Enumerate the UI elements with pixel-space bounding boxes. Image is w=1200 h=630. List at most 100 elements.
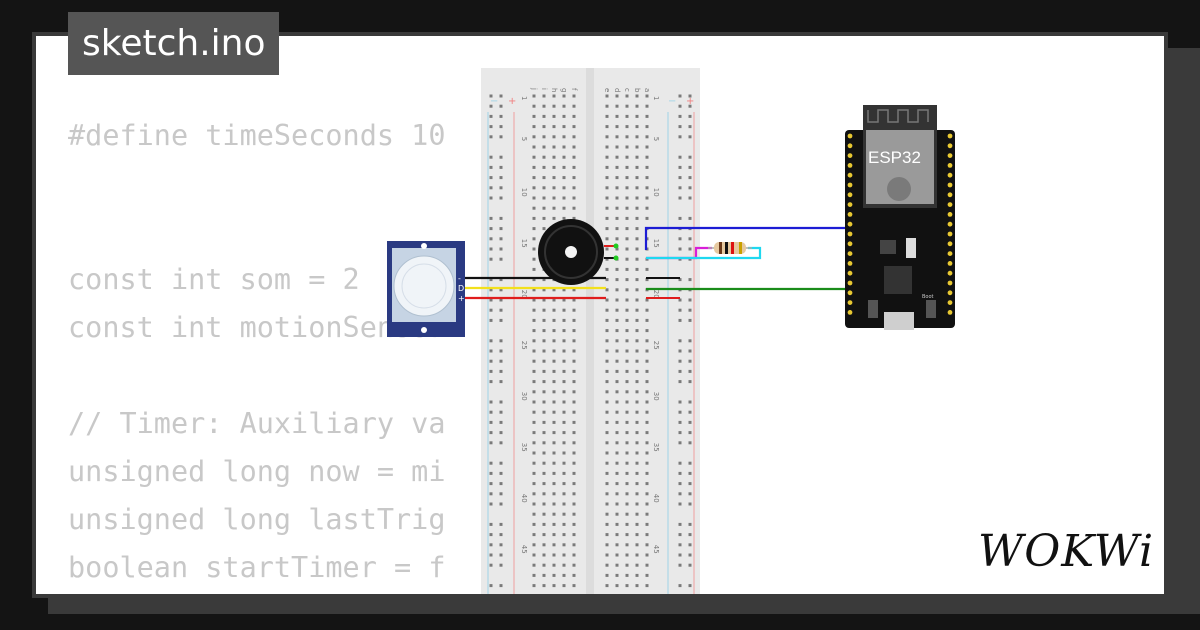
breadboard-hole	[532, 553, 536, 557]
esp32-pin[interactable]	[847, 133, 853, 139]
breadboard-hole	[542, 104, 546, 108]
esp32-pin[interactable]	[947, 300, 953, 305]
breadboard-hole	[532, 492, 536, 496]
esp32-pin[interactable]	[847, 310, 853, 315]
breadboard-hole	[542, 584, 546, 588]
esp32-pin[interactable]	[847, 300, 853, 305]
esp32-pin[interactable]	[947, 251, 953, 256]
esp32-pin[interactable]	[947, 270, 953, 276]
breadboard-hole	[552, 482, 556, 486]
esp32-pin[interactable]	[947, 133, 953, 139]
breadboard-hole	[625, 553, 629, 557]
esp32-pin[interactable]	[947, 192, 953, 198]
breadboard-hole	[572, 563, 576, 567]
breadboard-row-number: 5	[652, 137, 660, 141]
breadboard-hole	[532, 104, 536, 108]
esp32-pin[interactable]	[847, 212, 853, 217]
breadboard-hole	[635, 257, 639, 261]
breadboard-hole	[489, 533, 493, 537]
breadboard-hole	[532, 502, 536, 506]
breadboard-hole	[572, 573, 576, 577]
breadboard-hole	[688, 165, 692, 169]
breadboard-hole	[688, 247, 692, 251]
breadboard-hole	[688, 237, 692, 241]
breadboard-hole	[688, 369, 692, 373]
esp32-pin[interactable]	[947, 261, 953, 266]
esp32-pin[interactable]	[847, 192, 853, 198]
breadboard-hole	[635, 165, 639, 169]
breadboard-hole	[562, 339, 566, 343]
breadboard-hole	[552, 216, 556, 220]
breadboard-hole	[552, 553, 556, 557]
breadboard-hole	[542, 339, 546, 343]
esp32-pin[interactable]	[947, 241, 953, 247]
esp32-pin[interactable]	[847, 290, 853, 296]
esp32-pin[interactable]	[847, 221, 853, 227]
esp32-pin[interactable]	[947, 182, 953, 188]
breadboard-hole	[678, 349, 682, 353]
buzzer[interactable]	[538, 219, 604, 285]
esp32-pin[interactable]	[947, 172, 953, 178]
breadboard-hole	[562, 298, 566, 302]
esp32-pin[interactable]	[847, 280, 853, 286]
esp32-pin[interactable]	[847, 251, 853, 256]
esp32-pin[interactable]	[847, 202, 853, 208]
esp32-pin[interactable]	[847, 172, 853, 178]
breadboard-hole	[678, 278, 682, 282]
esp32-pin[interactable]	[847, 163, 853, 168]
esp32-board[interactable]: ESP32 Boot	[845, 105, 955, 330]
esp32-pin[interactable]	[947, 290, 953, 296]
esp32-pin[interactable]	[847, 270, 853, 276]
breadboard-hole	[635, 441, 639, 445]
esp32-pin[interactable]	[947, 202, 953, 208]
esp32-pin[interactable]	[947, 221, 953, 227]
esp32-pin[interactable]	[947, 143, 953, 149]
esp32-pin[interactable]	[947, 212, 953, 217]
esp32-pin[interactable]	[947, 280, 953, 286]
breadboard-hole	[572, 502, 576, 506]
breadboard-hole	[635, 502, 639, 506]
esp32-pin[interactable]	[947, 153, 953, 159]
esp32-pin[interactable]	[847, 231, 853, 237]
breadboard-hole	[552, 522, 556, 526]
esp32-pin[interactable]	[847, 261, 853, 266]
esp32-pin[interactable]	[847, 153, 853, 159]
breadboard-hole	[572, 94, 576, 98]
breadboard-hole	[562, 400, 566, 404]
breadboard-hole	[490, 594, 493, 597]
breadboard-hole	[499, 114, 503, 118]
breadboard-hole	[552, 492, 556, 496]
breadboard-hole	[688, 318, 692, 322]
breadboard-hole	[615, 114, 619, 118]
breadboard-row-number: 35	[652, 443, 660, 452]
breadboard-hole	[542, 522, 546, 526]
breadboard-hole	[542, 451, 546, 455]
wires[interactable]	[462, 226, 850, 300]
breadboard-hole	[532, 114, 536, 118]
esp32-pin[interactable]	[847, 241, 853, 247]
code-line: #define timeSeconds 10	[68, 119, 446, 152]
esp32-pin[interactable]	[947, 163, 953, 168]
breadboard-hole	[645, 492, 649, 496]
breadboard-hole	[489, 441, 493, 445]
esp32-pin[interactable]	[847, 143, 853, 149]
breadboard-hole	[489, 563, 493, 567]
breadboard-hole	[605, 135, 609, 139]
breadboard-hole	[625, 298, 629, 302]
breadboard-column-letter: g	[560, 88, 568, 92]
breadboard-hole	[572, 451, 576, 455]
breadboard-hole	[645, 502, 649, 506]
breadboard-hole	[645, 533, 649, 537]
breadboard-hole	[615, 461, 619, 465]
breadboard-hole	[605, 196, 609, 200]
breadboard-hole	[635, 369, 639, 373]
esp32-pin[interactable]	[947, 310, 953, 315]
esp32-pin[interactable]	[847, 182, 853, 188]
pir-pin-data-label: D	[458, 284, 464, 293]
esp32-pin[interactable]	[947, 231, 953, 237]
breadboard-hole	[635, 318, 639, 322]
resistor[interactable]	[708, 242, 752, 254]
pir-motion-sensor[interactable]: - D +	[387, 241, 465, 337]
breadboard-hole	[615, 125, 619, 129]
